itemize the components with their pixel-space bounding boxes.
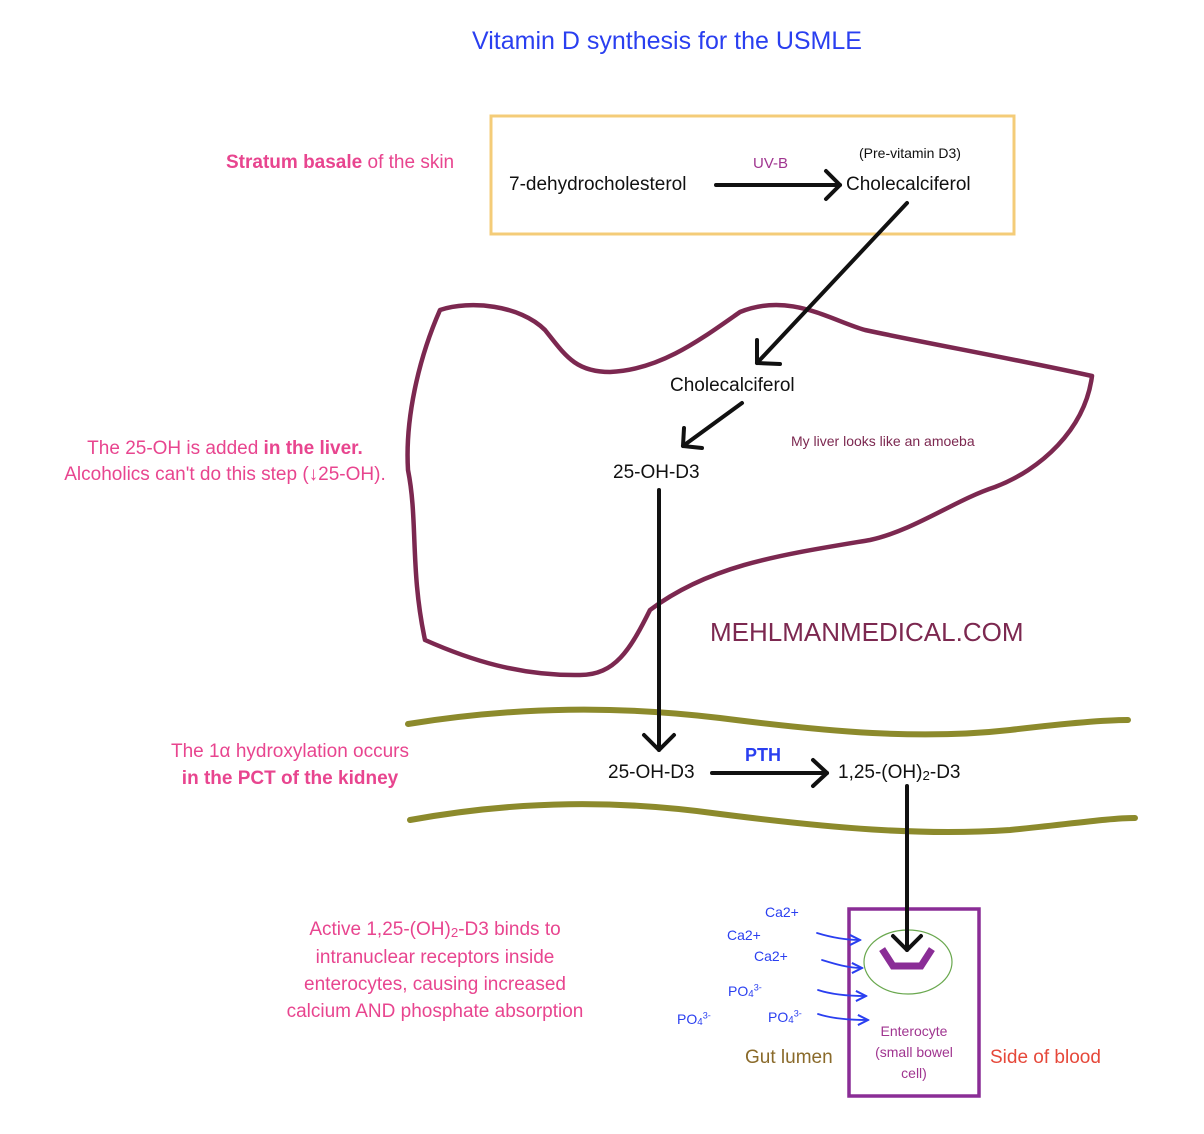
uvb-arrow	[714, 169, 842, 201]
watermark: MEHLMANMEDICAL.COM	[710, 617, 1024, 647]
kidney-to-enterocyte-arrow	[891, 784, 923, 952]
enterocyte-label-line-2: (small bowel	[875, 1044, 953, 1060]
gut-lumen-label: Gut lumen	[745, 1047, 833, 1068]
kidney-product-label: 1,25-(OH)2-D3	[838, 762, 961, 783]
liver-note: My liver looks like an amoeba	[791, 433, 975, 449]
kidney-band-bottom	[407, 801, 1138, 836]
liver-explanation-line-2: Alcoholics can't do this step (↓25-OH).	[64, 464, 386, 485]
kidney-explanation-line-2: in the PCT of the kidney	[181, 768, 399, 789]
liver-input-label: Cholecalciferol	[670, 375, 795, 396]
gut-explanation-line-3: enterocytes, causing increased	[304, 974, 566, 995]
enterocyte-label-line-3: cell)	[901, 1065, 927, 1081]
previtamin-note: (Pre-vitamin D3)	[859, 145, 961, 161]
liver-hydroxylation-arrow	[681, 401, 744, 450]
gut-explanation-line-2: intranuclear receptors inside	[315, 947, 555, 968]
skin-location-rest: of the skin	[362, 152, 455, 173]
receptor-cup-icon	[879, 947, 935, 970]
skin-location-label: Stratum basale of the skin	[226, 152, 454, 175]
ion-arrow	[817, 1013, 868, 1020]
calcium-ion-1: Ca2+	[765, 904, 799, 920]
liver-explanation-line-1: The 25-OH is added in the liver.	[87, 438, 363, 459]
liver-outline	[405, 302, 1095, 678]
liver-explanation: The 25-OH is added in the liver. Alcohol…	[40, 436, 410, 488]
skin-box	[489, 114, 1016, 236]
pth-label: PTH	[745, 745, 781, 765]
gut-explanation-line-4: calcium AND phosphate absorption	[286, 1001, 584, 1022]
gut-explanation-line-1: Active 1,25-(OH)2-D3 binds to	[309, 919, 561, 940]
ion-arrow	[816, 932, 860, 940]
phosphate-ion-3: PO43-	[768, 1008, 802, 1027]
calcium-ion-2: Ca2+	[727, 927, 761, 943]
kidney-explanation: The 1α hydroxylation occurs in the PCT o…	[100, 738, 480, 792]
enterocyte-box	[847, 907, 981, 1098]
gut-explanation: Active 1,25-(OH)2-D3 binds to intranucle…	[250, 916, 620, 1025]
skin-location-bold: Stratum basale	[226, 152, 363, 173]
calcium-ion-3: Ca2+	[754, 948, 788, 964]
pth-arrow	[710, 758, 829, 788]
enterocyte-label: Enterocyte (small bowel cell)	[857, 1021, 971, 1084]
liver-product-label: 25-OH-D3	[613, 462, 700, 483]
kidney-band-top	[405, 706, 1131, 738]
precursor-label: 7-dehydrocholesterol	[509, 174, 687, 195]
kidney-input-label: 25-OH-D3	[608, 762, 695, 783]
liver-to-kidney-arrow	[642, 488, 676, 752]
phosphate-ion-1: PO43-	[728, 982, 762, 1001]
page-title: Vitamin D synthesis for the USMLE	[472, 27, 862, 55]
skin-to-liver-arrow	[755, 201, 909, 366]
side-of-blood-label: Side of blood	[990, 1047, 1101, 1068]
kidney-explanation-line-1: The 1α hydroxylation occurs	[170, 741, 410, 762]
ion-arrow	[817, 989, 866, 996]
uvb-label: UV-B	[753, 155, 789, 172]
phosphate-ion-2: PO43-	[677, 1010, 711, 1029]
ion-arrow	[821, 959, 862, 968]
skin-product-label: Cholecalciferol	[846, 174, 971, 195]
enterocyte-label-line-1: Enterocyte	[880, 1023, 948, 1039]
